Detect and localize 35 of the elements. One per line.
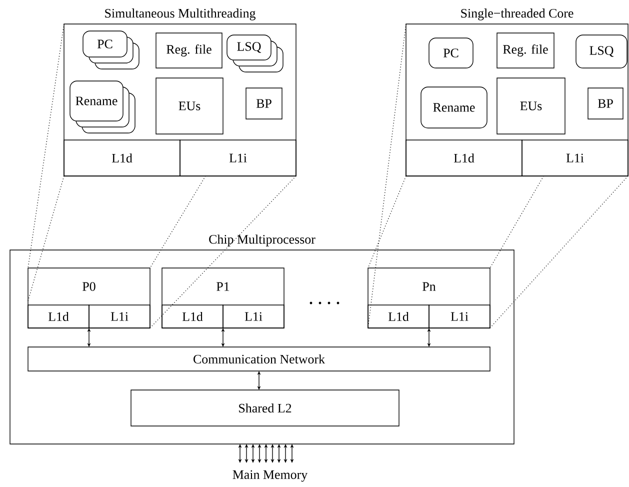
unit-box: L1i (180, 140, 296, 176)
unit-box: Shared L2 (130, 390, 400, 426)
zoom-line (150, 176, 206, 268)
unit-box: L1d (64, 140, 180, 176)
stacked-unit-box: Rename (70, 80, 136, 134)
unit-box: BP (246, 88, 282, 120)
unit-box: Rename (420, 86, 488, 128)
zoom-line (490, 176, 628, 328)
unit-box: L1i (222, 304, 284, 328)
unit-box: EUs (496, 78, 566, 134)
zoom-line (28, 176, 64, 302)
zoom-line (368, 176, 406, 268)
unit-box: L1d (368, 304, 430, 328)
unit-box: L1i (522, 140, 628, 176)
zoom-line (368, 24, 406, 328)
node-label: Simultaneous Multithreading (105, 8, 256, 20)
unit-box: L1d (162, 304, 224, 328)
node-label: Chip Multiprocessor (209, 234, 316, 246)
stacked-unit-box: PC (82, 30, 140, 70)
memory-label: Main Memory (232, 470, 308, 482)
unit-box: L1i (428, 304, 490, 328)
stacked-unit-box: LSQ (226, 34, 284, 72)
unit-box: EUs (156, 78, 224, 134)
zoom-line (490, 176, 544, 268)
unit-box: L1d (28, 304, 90, 328)
unit-box: LSQ (576, 34, 628, 68)
node-label: Single−threaded Core (461, 8, 574, 20)
unit-box: L1d (406, 140, 522, 176)
unit-box: Communication Network (28, 346, 490, 372)
zoom-line (28, 24, 64, 268)
unit-box: Reg. file (496, 32, 554, 68)
unit-box: BP (588, 88, 624, 120)
unit-box: L1i (88, 304, 150, 328)
unit-box: PC (428, 38, 474, 68)
unit-box: Reg. file (156, 32, 222, 68)
